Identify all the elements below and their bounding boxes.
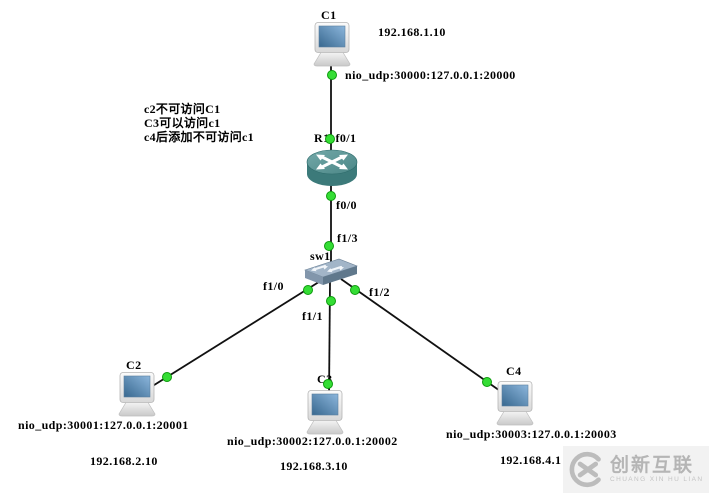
annotation-line-1: c2不可访问C1 [144,102,221,116]
sw1-name-label: sw1 [310,249,331,263]
watermark-subtitle: CHUANG XIN HU LIAN [610,475,704,483]
c2-nio-label: nio_udp:30001:127.0.0.1:20001 [18,418,189,432]
r1-port-f0-1-label: f0/1 [335,131,357,145]
annotation-line-2: C3可以访问c1 [144,116,221,130]
c4-computer-icon[interactable] [495,381,535,433]
c4-nio-label: nio_udp:30003:127.0.0.1:20003 [446,427,617,441]
sw1-switch-icon[interactable] [301,257,359,292]
link-sw1-c4 [340,278,504,394]
c1-computer-icon[interactable] [312,22,352,74]
c4-ip-label: 192.168.4.1 [500,453,562,467]
c2-computer-icon[interactable] [117,372,157,424]
sw1-port-f1-2-label: f1/2 [369,285,390,299]
link-sw1-c2 [150,279,323,388]
annotation-line-3: c4后添加不可访问c1 [144,130,254,144]
watermark-title: 创新互联 [610,454,695,476]
c4-name-label: C4 [506,364,522,378]
watermark-logo-icon [569,451,601,488]
c1-ip-label: 192.168.1.10 [378,25,446,39]
r1-router-icon[interactable] [306,146,358,195]
c2-ip-label: 192.168.2.10 [90,454,158,468]
annotation-note: c2不可访问C1 C3可以访问c1 c4后添加不可访问c1 [144,102,254,144]
sw1-port-f1-1-label: f1/1 [302,309,323,323]
r1-port-f0-0-label: f0/0 [336,198,357,212]
c3-name-label: C3 [317,372,333,386]
c3-nio-label: nio_udp:30002:127.0.0.1:20002 [227,434,398,448]
r1-label: R1 f0/1 [314,132,356,145]
sw1-port-f1-0-label: f1/0 [263,279,284,293]
watermark: 创新互联 CHUANG XIN HU LIAN [563,446,709,493]
c3-ip-label: 192.168.3.10 [280,459,348,473]
r1-name: R1 [314,131,330,145]
c3-computer-icon[interactable] [305,390,345,442]
c1-nio-label: nio_udp:30000:127.0.0.1:20000 [345,68,516,82]
c2-name-label: C2 [126,358,142,372]
sw1-port-f1-3-label: f1/3 [337,231,358,245]
c1-name-label: C1 [321,8,337,22]
